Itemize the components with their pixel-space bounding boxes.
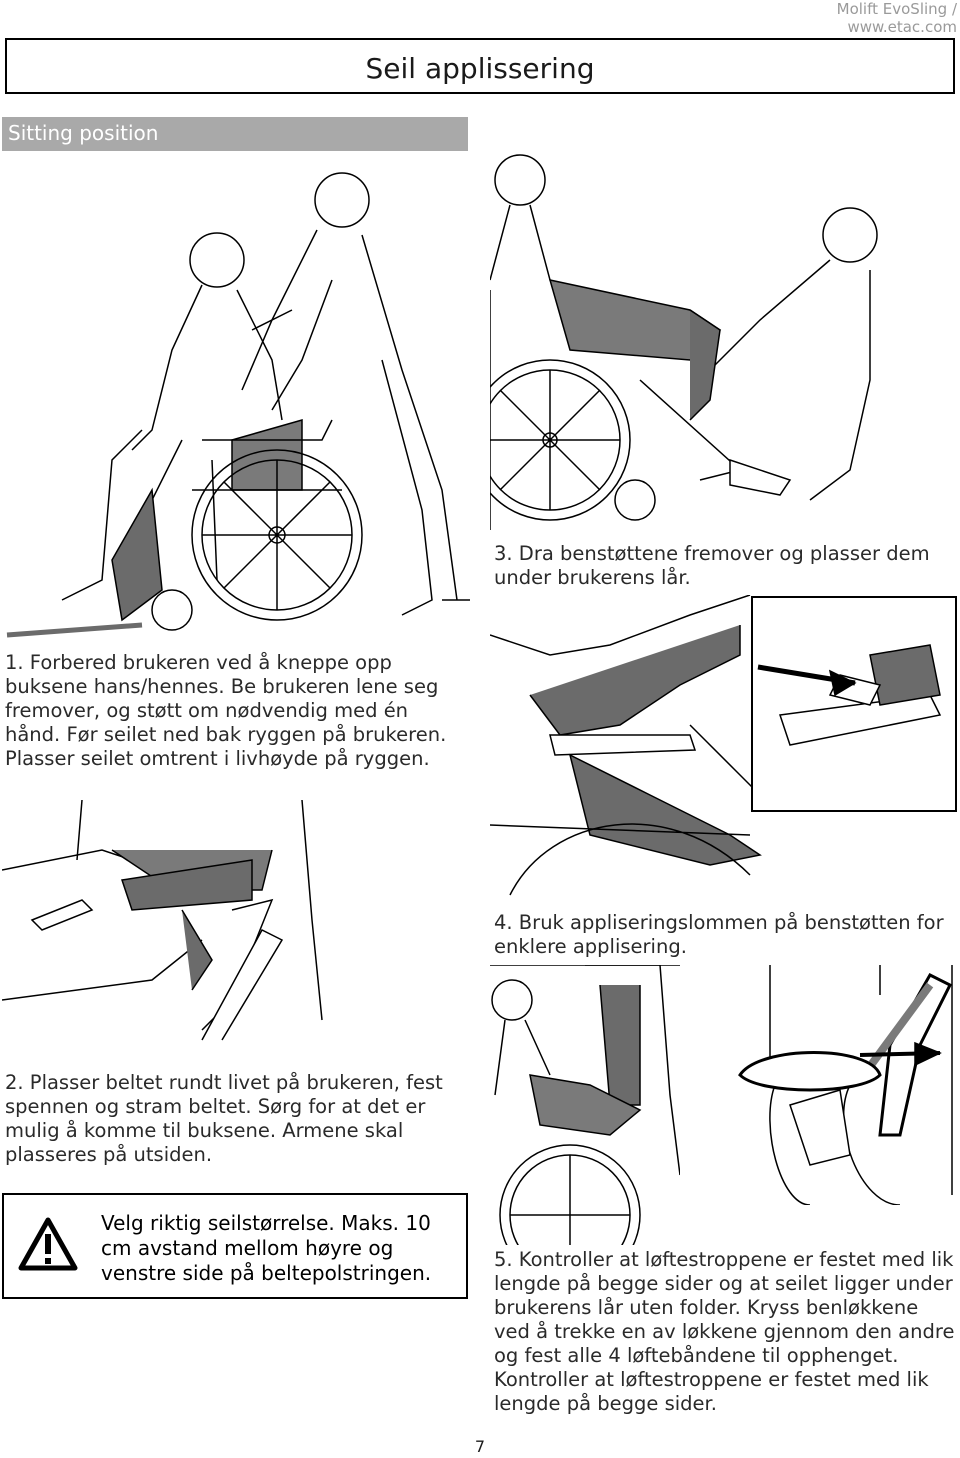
step-4-text: 4. Bruk appliseringslommen på benstøtten… (494, 911, 944, 958)
warning-box: Velg riktig seilstørrelse. Maks. 10 cm a… (2, 1193, 468, 1299)
illustration-step-5b (700, 965, 958, 1205)
warning-triangle-icon (18, 1217, 78, 1271)
illustration-step-3 (490, 120, 958, 535)
illustration-step-1 (2, 160, 470, 645)
step-3-text: 3. Dra benstøttene fremover og plasser d… (494, 542, 930, 589)
title-box: Seil applissering (5, 38, 955, 94)
illustration-step-4 (490, 595, 958, 900)
section-title: Sitting position (8, 121, 159, 145)
page-title: Seil applissering (365, 52, 595, 85)
section-bar: Sitting position (2, 117, 468, 151)
step-1-text: 1. Forbered brukeren ved å kneppe opp bu… (5, 651, 447, 770)
page-number: 7 (474, 1437, 486, 1456)
brand-header: Molift EvoSling / www.etac.com (836, 0, 957, 36)
step-2-text: 2. Plasser beltet rundt livet på brukere… (5, 1071, 443, 1166)
illustration-step-5a (490, 965, 680, 1245)
illustration-step-2 (2, 800, 332, 1050)
warning-text: Velg riktig seilstørrelse. Maks. 10 cm a… (101, 1211, 432, 1285)
step-5-text: 5. Kontroller at løftestroppene er feste… (494, 1248, 955, 1415)
